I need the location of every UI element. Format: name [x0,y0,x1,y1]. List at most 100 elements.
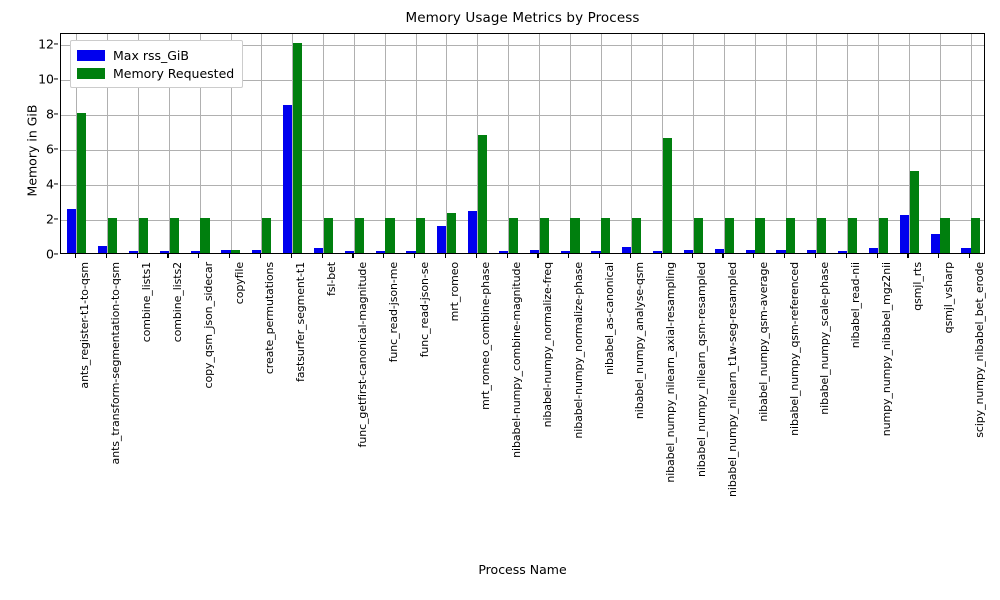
bar-max-rss [683,250,694,253]
legend-label-max-rss: Max rss_GiB [113,47,189,63]
bar-max-rss [221,249,231,253]
x-tick-mark [290,254,292,258]
x-tick-label: nibabel_numpy_qsm-average [756,262,770,422]
x-tick-label: copy_qsm_json_sidecar [201,262,215,389]
x-tick-label: nibabel_numpy_analyse-qsm [633,262,647,420]
x-tick-mark [352,254,354,258]
bar-memory-requested [940,217,950,253]
x-tick-label: nibabel-numpy_combine-magnitude [510,262,524,458]
x-tick-label: numpy_numpy_nibabel_mgz2nii [880,262,894,437]
x-tick-mark [938,254,940,258]
x-tick-mark [414,254,416,258]
bar-memory-requested [262,217,272,253]
bar-max-rss [529,249,539,253]
legend-swatch-max-rss [77,49,105,61]
x-tick-label: nibabel_as-canonical [602,262,616,375]
x-tick-label: nibabel_read-nii [849,262,863,349]
x-tick-mark [568,254,570,258]
bar-max-rss [899,215,909,253]
bar-memory-requested [77,112,87,253]
x-tick-label: combine_lists1 [140,262,154,343]
x-tick-label: func_read-json-me [386,262,400,363]
x-tick-mark [105,254,107,258]
bar-max-rss [190,250,200,253]
x-tick-mark [907,254,909,258]
bar-max-rss [375,250,385,253]
bar-memory-requested [200,217,210,253]
x-tick-label: nibabel_numpy_qsm-referenced [787,262,801,436]
y-tick-mark [54,42,58,45]
bar-max-rss [591,250,601,253]
bar-memory-requested [416,217,426,253]
bar-memory-requested [817,217,827,253]
x-tick-label: qsmjl_vsharp [941,262,955,334]
bar-memory-requested [693,217,703,253]
legend-label-memory-requested: Memory Requested [113,65,235,81]
bar-max-rss [868,248,879,253]
x-tick-label: ants_transform-segmentation-to-qsm [109,262,123,465]
bar-max-rss [807,249,817,253]
x-tick-label: mrt_romeo [448,262,462,322]
bar-memory-requested [971,217,981,253]
x-tick-label: nibabel_numpy_nilearn_t1w-seg-resampled [725,262,739,497]
x-tick-mark [660,254,662,258]
bar-max-rss [159,250,169,253]
bar-max-rss [344,250,354,253]
bar-memory-requested [107,217,118,253]
y-tick-mark [54,253,58,255]
bar-memory-requested [786,217,796,253]
bar-max-rss [653,250,663,253]
x-tick-mark [599,254,601,258]
x-tick-mark [753,254,755,258]
bar-memory-requested [508,217,518,253]
y-tick-label: 4 [46,176,54,192]
x-tick-mark [136,254,138,258]
legend-swatch-memory-requested [77,67,105,79]
bar-memory-requested [385,217,395,253]
bar-max-rss [560,250,570,253]
bar-max-rss [128,250,139,253]
bar-memory-requested [231,249,241,253]
x-tick-mark [845,254,847,258]
bar-memory-requested [539,217,549,253]
y-tick-mark [54,218,58,220]
bar-memory-requested [292,42,303,253]
x-tick-mark [198,254,200,258]
x-tick-label: nibabel_numpy_nilearn_qsm-resampled [695,262,709,478]
y-tick-mark [54,78,58,80]
x-tick-mark [383,254,385,258]
x-tick-label: ants_register-t1-to-qsm [78,262,92,389]
x-tick-mark [784,254,786,258]
x-tick-mark [259,254,261,258]
bar-max-rss [961,248,971,253]
bar-max-rss [67,208,77,253]
x-tick-mark [969,254,971,258]
chart-title: Memory Usage Metrics by Process [405,10,640,26]
bar-memory-requested [724,217,734,253]
bar-max-rss [98,246,108,253]
bar-max-rss [252,249,262,253]
x-tick-mark [691,254,693,258]
bar-memory-requested [138,217,148,253]
x-tick-mark [722,254,724,258]
x-tick-label: qsmjl_rts [910,262,924,311]
bars-layer [61,34,984,253]
x-tick-mark [814,254,816,258]
bar-max-rss [498,250,509,253]
chart-legend: Max rss_GiB Memory Requested [70,40,244,88]
bar-memory-requested [323,217,333,253]
x-tick-label: nibabel-numpy_normalize-freq [540,262,554,428]
bar-memory-requested [662,138,673,253]
bar-max-rss [838,250,848,253]
y-tick-label: 6 [46,141,54,157]
bar-max-rss [283,104,293,253]
x-axis-label: Process Name [478,562,567,577]
bar-max-rss [468,210,478,253]
bar-memory-requested [909,170,919,253]
y-tick-mark [54,183,58,185]
bar-memory-requested [878,217,888,253]
bar-memory-requested [354,217,364,253]
bar-max-rss [714,249,724,253]
bar-max-rss [313,247,324,253]
